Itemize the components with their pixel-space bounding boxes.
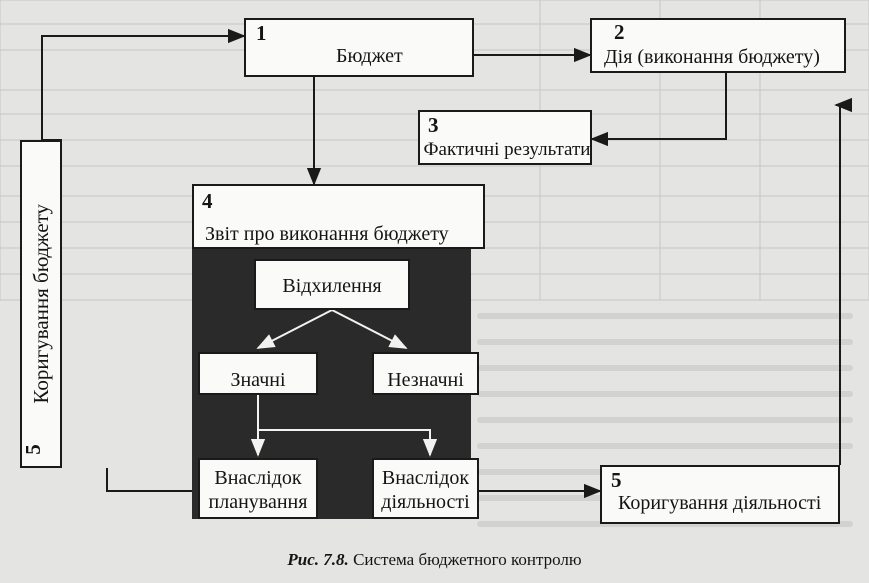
significant-box: Значні [198,352,318,395]
insignificant-box: Незначні [372,352,479,395]
caption-text: Система бюджетного контролю [348,550,582,569]
report-box: 4 Звіт про виконання бюджету [192,184,485,249]
due-to-activity-line2: діяльності [381,491,470,513]
activity-adjustment-number: 5 [611,468,622,492]
budget-adjustment-text-wrap: Коригування бюджету [22,142,60,466]
budget-adjustment-number: 5 [20,444,45,455]
action-box: 2 Дія (виконання бюджету) [590,18,846,73]
due-to-planning-line1: Внаслідок [214,467,302,489]
activity-adjustment-box: 5 Коригування діяльності [600,465,840,524]
report-number: 4 [202,189,213,213]
significant-label: Значні [230,369,286,391]
due-to-planning-line2: планування [208,491,308,513]
deviations-label: Відхилення [282,275,382,297]
budget-adjustment-label: Коригування бюджету [28,204,53,404]
budget-box: 1 Бюджет [244,18,474,77]
due-to-planning-box: Внаслідок планування [198,458,318,519]
actual-results-label: Фактичні результати [423,139,591,160]
actual-results-number: 3 [428,113,439,137]
action-number: 2 [614,20,625,44]
due-to-activity-line1: Внаслідок [381,467,470,489]
figure-caption: Рис. 7.8. Система бюджетного контролю [0,550,869,570]
budget-adjustment-box: Коригування бюджету 5 [20,140,62,468]
budget-label: Бюджет [336,45,403,67]
insignificant-label: Незначні [387,369,464,391]
actual-results-box: 3 Фактичні результати [418,110,592,165]
caption-prefix: Рис. 7.8. [287,550,349,569]
action-label: Дія (виконання бюджету) [604,46,820,68]
report-label: Звіт про виконання бюджету [205,223,449,245]
activity-adjustment-label: Коригування діяльності [618,492,822,514]
deviations-box: Відхилення [254,259,410,310]
budget-number: 1 [256,21,267,45]
due-to-activity-box: Внаслідок діяльності [372,458,479,519]
